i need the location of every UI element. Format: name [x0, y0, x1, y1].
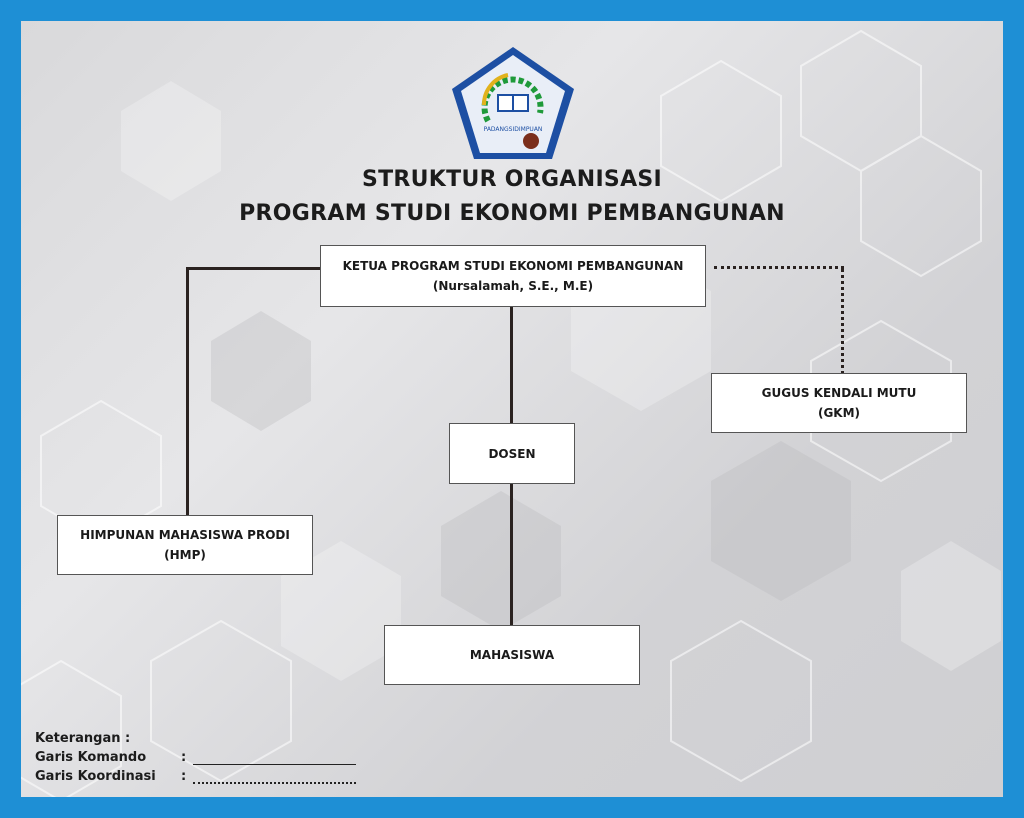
- logo-bottom-text: PADANGSIDIMPUAN: [484, 126, 543, 133]
- box-gkm-title: GUGUS KENDALI MUTU: [761, 386, 917, 400]
- legend-command-label: Garis Komando: [35, 750, 147, 765]
- chart-panel: PADANGSIDIMPUAN STRUKTUR ORGANISASI PROG…: [21, 21, 1003, 797]
- command-line-hmp-vertical: [186, 267, 189, 517]
- legend-coordination-line: [193, 782, 356, 784]
- box-gkm-abbr: (GKM): [817, 406, 861, 420]
- legend-coordination-colon: :: [181, 769, 187, 784]
- box-mahasiswa-title: MAHASISWA: [469, 648, 555, 662]
- legend-heading: Keterangan :: [35, 731, 131, 746]
- box-mahasiswa: MAHASISWA: [384, 625, 640, 685]
- legend-coordination-label: Garis Koordinasi: [35, 769, 156, 784]
- legend-command-colon: :: [181, 750, 187, 765]
- box-hmp: HIMPUNAN MAHASISWA PRODI (HMP): [57, 515, 313, 575]
- legend-command-line: [193, 764, 356, 765]
- box-ketua-title: KETUA PROGRAM STUDI EKONOMI PEMBANGUNAN: [342, 259, 684, 273]
- box-dosen-title: DOSEN: [488, 446, 536, 461]
- box-dosen: DOSEN: [449, 423, 575, 484]
- coordination-line-horizontal: [714, 266, 844, 269]
- box-hmp-title: HIMPUNAN MAHASISWA PRODI: [80, 528, 290, 542]
- command-line-mahasiswa: [510, 483, 513, 625]
- box-ketua-name: (Nursalamah, S.E., M.E): [432, 279, 594, 293]
- box-ketua-prodi: KETUA PROGRAM STUDI EKONOMI PEMBANGUNAN …: [320, 245, 706, 307]
- box-hmp-abbr: (HMP): [164, 548, 206, 562]
- box-gkm: GUGUS KENDALI MUTU (GKM): [711, 373, 967, 433]
- chart-title-line2: PROGRAM STUDI EKONOMI PEMBANGUNAN: [239, 201, 785, 226]
- legend: Keterangan : Garis Komando : Garis Koord…: [35, 731, 395, 791]
- command-line-dosen: [510, 306, 513, 424]
- coordination-line-vertical: [841, 269, 844, 374]
- university-logo-icon: PADANGSIDIMPUAN: [452, 47, 574, 159]
- chart-title-line1: STRUKTUR ORGANISASI: [361, 167, 663, 192]
- command-line-hmp-horizontal: [186, 267, 320, 270]
